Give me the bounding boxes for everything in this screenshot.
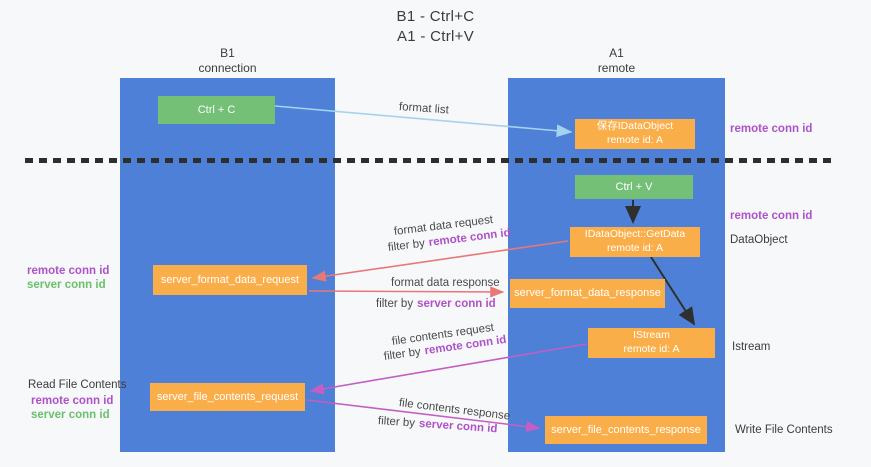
istream-line2: remote id: A [623, 343, 680, 355]
server-file-contents-response-label: server_file_contents_response [551, 423, 701, 436]
right-column-name: A1 [609, 46, 624, 60]
format-list-label: format list [399, 101, 450, 116]
format-data-response-label: format data response [391, 277, 500, 289]
right-write-file-contents-label: Write File Contents [735, 424, 833, 436]
istream-line1: IStream [633, 329, 670, 342]
ctrl-v-box: Ctrl + V [575, 175, 693, 199]
right-dataobject-label: DataObject [730, 234, 788, 246]
filter-by-text: filter by [387, 237, 426, 254]
filter-by-text: filter by [376, 298, 414, 310]
right-remote-conn-id-mid: remote conn id [730, 210, 813, 222]
save-idataobject-line2: remote id: A [606, 134, 663, 146]
format-data-response-text: format data response [391, 277, 500, 289]
ctrl-c-box: Ctrl + C [158, 96, 275, 124]
left-remote-conn-id-bottom: remote conn id [31, 395, 114, 407]
left-column-role: connection [198, 61, 257, 75]
server-file-contents-request-label: server_file_contents_request [156, 390, 299, 403]
save-idataobject-line1: 保存IDataObject [596, 120, 674, 133]
idataobject-getdata-box: IDataObject::GetData remote id: A [570, 227, 700, 257]
left-column-name: B1 [220, 46, 235, 60]
right-column-header: A1 remote [508, 46, 725, 76]
left-remote-conn-id-top: remote conn id [27, 265, 110, 277]
server-format-data-response-box: server_format_data_response [510, 279, 665, 308]
ctrl-v-label: Ctrl + V [615, 180, 653, 193]
right-remote-conn-id-top: remote conn id [730, 123, 813, 135]
server-file-contents-response-box: server_file_contents_response [545, 416, 707, 444]
getdata-line2: remote id: A [606, 242, 663, 254]
server-format-data-response-label: server_format_data_response [514, 287, 661, 300]
right-istream-label: Istream [732, 341, 771, 353]
left-server-conn-id-top: server conn id [27, 279, 106, 291]
left-column-header: B1 connection [120, 46, 335, 76]
right-column-role: remote [597, 61, 636, 75]
diagram-title-line1: B1 - Ctrl+C [396, 8, 475, 25]
diagram-title-line2: A1 - Ctrl+V [396, 28, 475, 45]
save-idataobject-box: 保存IDataObject remote id: A [575, 119, 695, 149]
server-conn-id-text: server conn id [418, 417, 498, 436]
ctrl-c-label: Ctrl + C [197, 103, 236, 116]
left-read-file-contents-label: Read File Contents [28, 379, 127, 391]
istream-box: IStream remote id: A [588, 328, 715, 358]
format-data-response-arrow [308, 286, 505, 298]
filter-by-text: filter by [377, 415, 416, 430]
left-server-conn-id-bottom: server conn id [31, 409, 110, 421]
server-conn-id-text: server conn id [417, 298, 496, 310]
server-format-data-request-label: server_format_data_request [160, 273, 300, 286]
phase-separator-dashed-line [25, 158, 832, 163]
server-file-contents-request-box: server_file_contents_request [150, 383, 305, 411]
filter-by-text: filter by [383, 345, 422, 363]
server-format-data-request-box: server_format_data_request [153, 265, 307, 295]
getdata-line1: IDataObject::GetData [584, 228, 686, 241]
format-list-text: format list [398, 101, 450, 117]
